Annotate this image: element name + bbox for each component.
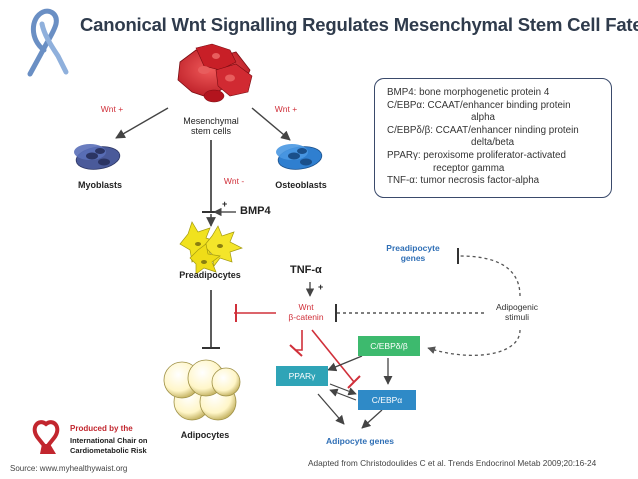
adipogenic-line-2: stimuli (504, 312, 530, 322)
myoblasts-label: Myoblasts (77, 180, 122, 190)
red-inhibit-to-ppar (296, 330, 303, 351)
wnt-beta-catenin-label: Wnt β-catenin (276, 302, 336, 322)
myoblasts-icon (74, 144, 121, 170)
preadipocytes-icon (179, 221, 243, 275)
logo-produced-by: Produced by the (70, 424, 133, 433)
red-inhibit-to-cebpa (311, 329, 355, 383)
legend-line-7: receptor gamma (433, 162, 505, 174)
ppar-gamma-box: PPARγ (276, 366, 328, 386)
wnt-plus-left-label: Wnt + (100, 104, 124, 114)
adipogenic-line-1: Adipogenic (495, 302, 539, 312)
ribbon-logo-icon (27, 8, 69, 77)
page-title: Canonical Wnt Signalling Regulates Mesen… (80, 14, 638, 35)
bmp4-label: BMP4 (240, 205, 271, 217)
arrow-ppar-to-cebpa (329, 383, 357, 396)
arrow-msc-to-osteoblasts (251, 107, 291, 141)
legend-line-8: TNF-α: tumor necrosis factor-alpha (387, 175, 540, 187)
arrow-cebpd-to-ppar (327, 355, 363, 372)
arrow-msc-to-myoblasts (115, 107, 169, 139)
arrow-ppar-to-genes (317, 393, 345, 425)
adipocytes-label: Adipocytes (180, 430, 230, 440)
legend-line-4: C/EBPδ/β: CCAAT/enhancer ninding protein (387, 124, 579, 136)
dashed-adipogenic-to-preadipocyte-genes (459, 255, 521, 297)
wnt-label: Wnt (298, 302, 314, 312)
tnf-plus-sign: + (318, 282, 324, 292)
abbreviation-legend: BMP4: bone morphogenetic protein 4 C/EBP… (374, 78, 612, 198)
legend-line-5: delta/beta (471, 137, 515, 149)
adipogenic-stimuli-label: Adipogenic stimuli (484, 302, 550, 322)
msc-label: Mesenchymal stem cells (170, 116, 252, 136)
adipocytes-icon (163, 359, 241, 421)
wnt-minus-label: Wnt - (223, 176, 245, 186)
heart-logo-icon (32, 420, 60, 454)
legend-line-2: C/EBPα: CCAAT/enhancer binding protein (387, 99, 571, 111)
wnt-plus-right-label: Wnt + (274, 104, 298, 114)
logo-chair-name-2: Cardiometabolic Risk (70, 446, 147, 455)
cebp-delta-beta-box: C/EBPδ/β (358, 336, 420, 356)
osteoblasts-label: Osteoblasts (275, 180, 327, 190)
mesenchymal-stem-cells-icon (177, 43, 253, 103)
preadipocytes-label: Preadipocytes (179, 270, 241, 280)
logo-chair-name: International Chair on (70, 436, 148, 445)
preadipocyte-genes-label: Preadipocyte genes (376, 243, 450, 263)
legend-line-3: alpha (471, 112, 495, 124)
tnf-alpha-label: TNF-α (290, 264, 322, 276)
arrow-cebpa-to-ppar (329, 388, 357, 401)
preadipocyte-genes-line-1: Preadipocyte (386, 243, 440, 253)
dashed-adipogenic-to-cebpd (427, 329, 521, 356)
red-bar-ppar (289, 344, 303, 357)
source-text: Source: www.myhealthywaist.org (10, 464, 128, 473)
msc-label-line-1: Mesenchymal (183, 116, 239, 126)
preadipocyte-genes-line-2: genes (400, 253, 426, 263)
legend-line-6: PPARγ: peroxisome proliferator-activated (387, 149, 566, 161)
red-bar-cebpa (347, 375, 361, 389)
osteoblasts-icon (276, 144, 323, 170)
cebp-alpha-box: C/EBPα (358, 390, 416, 410)
adipocyte-genes-label: Adipocyte genes (325, 436, 395, 446)
msc-label-line-2: stem cells (190, 126, 231, 136)
arrow-cebpa-to-genes (361, 409, 383, 429)
legend-line-1: BMP4: bone morphogenetic protein 4 (387, 87, 550, 98)
bmp4-plus-sign: + (222, 199, 228, 209)
citation-text: Adapted from Christodoulides C et al. Tr… (308, 458, 597, 468)
beta-catenin-label: β-catenin (288, 312, 324, 322)
